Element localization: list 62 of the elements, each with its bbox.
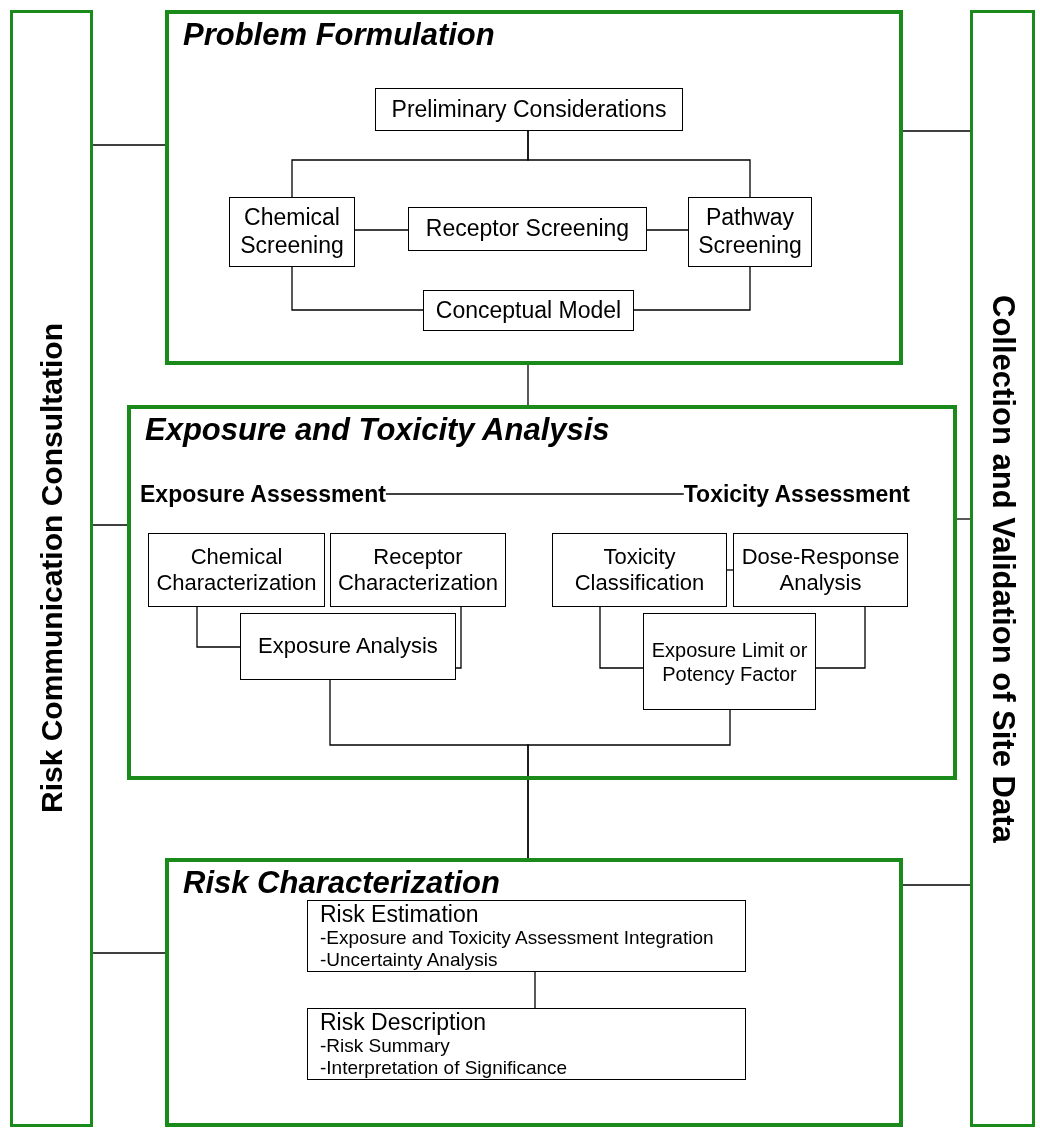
process-box <box>643 613 816 710</box>
box-label: Dose-Response Analysis <box>740 543 901 597</box>
connector-line <box>196 606 241 648</box>
section-panel <box>165 10 903 365</box>
box-label: Chemical Characterization <box>155 543 318 597</box>
section-title: Problem Formulation <box>183 17 495 53</box>
process-box <box>688 197 812 267</box>
connector-line <box>92 144 166 146</box>
box-label: Exposure Analysis <box>257 633 439 660</box>
heading-text: Exposure Assessment <box>140 480 386 508</box>
bullet-text: -Risk Summary <box>320 1035 450 1058</box>
side-band <box>970 10 1035 1127</box>
box-label: Preliminary Considerations <box>390 95 668 124</box>
connector-line <box>455 606 462 669</box>
bullet-text: -Uncertainty Analysis <box>320 949 498 972</box>
connector-line <box>599 606 644 669</box>
section-title: Exposure and Toxicity Analysis <box>145 412 610 448</box>
bullet-text: -Exposure and Toxicity Assessment Integration <box>320 927 714 950</box>
box-label: Receptor Screening <box>424 215 631 243</box>
connector-line <box>815 606 866 669</box>
connector-line <box>726 569 734 571</box>
process-box <box>733 533 908 607</box>
connector-line <box>92 952 166 954</box>
connector-line <box>902 884 971 886</box>
connector-line <box>92 524 128 526</box>
connector-line <box>291 266 424 311</box>
process-box <box>552 533 727 607</box>
section-panel <box>127 405 957 780</box>
connector-line <box>527 130 751 198</box>
connector-line <box>633 266 751 311</box>
band-label: Collection and Validation of Site Data <box>984 294 1021 843</box>
box-label: Toxicity Classification <box>573 543 706 597</box>
box-label: Receptor Characterization <box>336 543 500 597</box>
process-box <box>408 207 647 251</box>
connector-line <box>354 229 409 231</box>
heading-text: Toxicity Assessment <box>683 480 910 508</box>
band-label: Risk Communication Consultation <box>34 323 69 814</box>
connector-line <box>527 709 731 859</box>
process-box <box>423 290 634 331</box>
box-heading: Risk Description <box>320 1008 487 1036</box>
process-box <box>330 533 506 607</box>
process-box <box>307 900 746 972</box>
connector-line <box>527 364 529 406</box>
box-label: Chemical Screening <box>239 204 345 260</box>
connector-line <box>385 493 685 495</box>
connector-line <box>646 229 689 231</box>
box-label: Pathway Screening <box>697 204 803 260</box>
process-box <box>240 613 456 680</box>
section-panel <box>165 858 903 1127</box>
process-box <box>375 88 683 131</box>
side-band <box>10 10 93 1127</box>
section-title: Risk Characterization <box>183 865 500 901</box>
process-box <box>148 533 325 607</box>
process-box <box>307 1008 746 1080</box>
box-label: Conceptual Model <box>434 296 623 325</box>
bullet-text: -Interpretation of Significance <box>320 1057 568 1080</box>
process-box <box>229 197 355 267</box>
box-label: Exposure Limit or Potency Factor <box>650 637 809 686</box>
box-heading: Risk Estimation <box>320 900 479 928</box>
connector-line <box>534 971 536 1009</box>
connector-line <box>956 518 971 520</box>
connector-line <box>902 130 971 132</box>
